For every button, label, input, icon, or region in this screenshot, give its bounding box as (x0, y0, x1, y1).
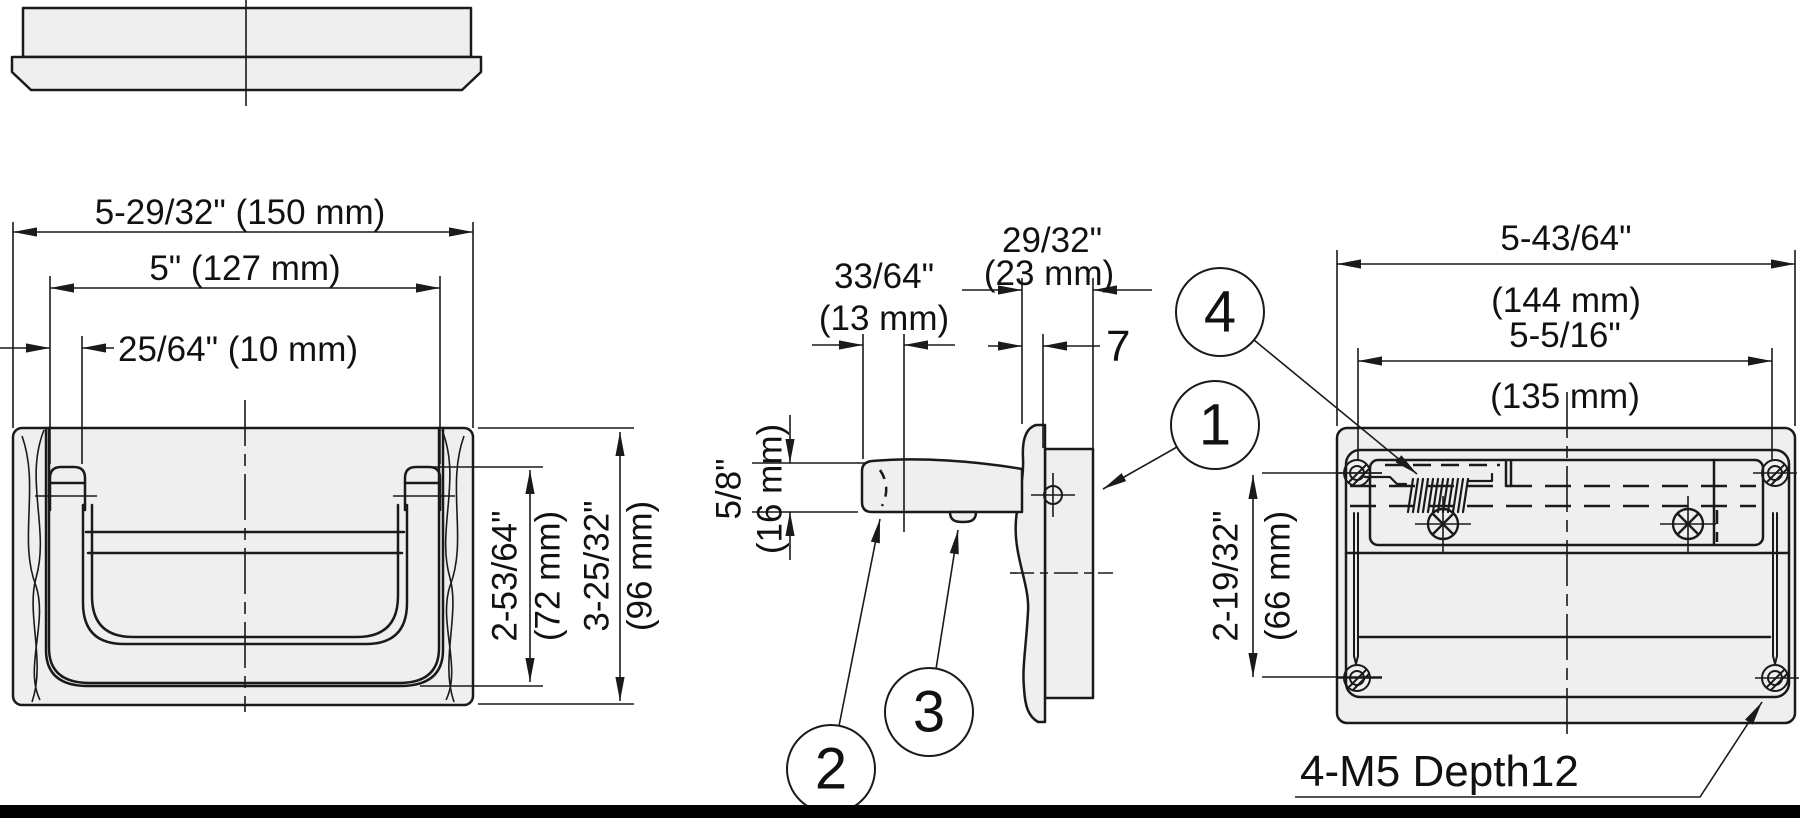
front-extension-lines (12, 222, 634, 705)
dim-plate-thickness-7: 7 (1106, 322, 1130, 371)
dim-back-width-mm: (144 mm) (1491, 281, 1641, 320)
side-hidden-arc (878, 469, 888, 507)
dim-height-mm: (96 mm) (621, 501, 660, 631)
balloon-3-number: 3 (913, 680, 945, 745)
balloon-2: 2 (786, 518, 881, 814)
side-screw-hole (1031, 473, 1075, 517)
dim-back-height-mm: (66 mm) (1259, 511, 1298, 641)
side-detent-pin (948, 510, 978, 524)
side-view: 33/64" (13 mm) 29/32" (23 mm) 7 5/8" (16… (710, 221, 1152, 724)
balloon-3-leader (935, 529, 959, 670)
dim-grip-mm: (13 mm) (819, 299, 949, 338)
back-spring (1363, 472, 1494, 514)
front-dimension-lines (0, 227, 625, 701)
dim-recess-height-in: 2-53/64" (486, 510, 525, 641)
dim-depth-in: 29/32" (1002, 221, 1102, 260)
front-mold-curves (21, 429, 465, 703)
balloon-1-number: 1 (1199, 393, 1231, 458)
dim-back-width-in: 5-43/64" (1500, 219, 1631, 258)
dim-holes-in: 5-5/16" (1509, 316, 1621, 355)
balloon-1-circle (1170, 380, 1260, 470)
dim-handle-mm: (16 mm) (751, 424, 790, 554)
balloon-3-circle (884, 667, 974, 757)
back-hidden-lines (1350, 463, 1756, 542)
thread-note-leader (1295, 701, 1763, 798)
back-pivot-screws (1415, 496, 1716, 552)
thread-note-text: 4-M5 Depth12 (1300, 747, 1579, 796)
back-extension-lines (1262, 250, 1796, 678)
dim-width-150: 5-29/32" (150 mm) (95, 193, 386, 232)
bottom-border-bar (0, 805, 1800, 818)
dim-recess-height-mm: (72 mm) (529, 511, 568, 641)
balloon-2-leader (838, 518, 881, 727)
dim-depth-mm: (23 mm) (984, 254, 1114, 293)
balloon-4-number: 4 (1204, 280, 1236, 345)
dim-offset-10: 25/64" (10 mm) (118, 330, 358, 369)
back-view: 5-43/64" (144 mm) 5-5/16" (135 mm) 2-19/… (1207, 219, 1799, 798)
balloon-2-number: 2 (815, 737, 847, 802)
balloons: 1 2 3 4 (786, 267, 1418, 814)
thread-note: 4-M5 Depth12 (1295, 701, 1763, 798)
dim-inner-width-127: 5" (127 mm) (149, 249, 340, 288)
side-dimension-lines (785, 285, 1152, 560)
balloon-1-leader (1102, 446, 1178, 490)
back-panel (1335, 426, 1797, 725)
balloon-4: 4 (1175, 267, 1418, 475)
front-view: 5-29/32" (150 mm) 5" (127 mm) 25/64" (10… (0, 193, 660, 712)
side-handle-grip (860, 458, 1024, 514)
balloon-4-leader (1253, 339, 1418, 475)
dim-holes-mm: (135 mm) (1490, 377, 1640, 416)
dim-height-in: 3-25/32" (578, 500, 617, 631)
top-view (10, 0, 483, 106)
balloon-1: 1 (1102, 380, 1260, 490)
back-bail-arms (1353, 512, 1778, 665)
dim-handle-in: 5/8" (710, 458, 749, 519)
back-dimension-lines (1248, 259, 1795, 677)
balloon-4-circle (1175, 267, 1265, 357)
balloon-3: 3 (884, 529, 974, 757)
top-view-body (21, 6, 473, 59)
side-extension-lines (752, 278, 1094, 532)
dim-grip-in: 33/64" (834, 257, 934, 296)
dim-back-height-in: 2-19/32" (1207, 510, 1246, 641)
